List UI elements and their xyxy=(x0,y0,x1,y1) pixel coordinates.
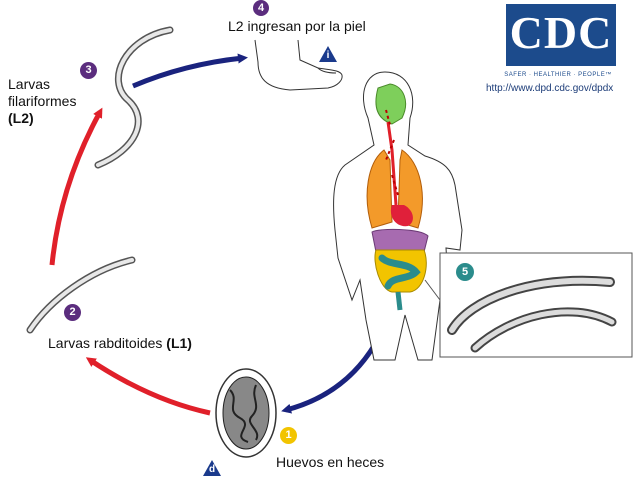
label-step-2: Larvas rabditoides (L1) xyxy=(48,335,192,352)
label-step-3-line2: filariformes xyxy=(8,93,77,109)
step-3-badge: 3 xyxy=(80,62,97,79)
step-4-number: 4 xyxy=(257,2,265,14)
arrow-l2-to-skin xyxy=(132,53,248,89)
label-step-1: Huevos en heces xyxy=(276,454,385,470)
step-4-badge: 4 xyxy=(253,0,269,16)
step-3-number: 3 xyxy=(85,64,92,76)
adult-worm-inset xyxy=(424,252,633,358)
foot-drawing xyxy=(254,39,343,91)
egg-drawing xyxy=(215,368,277,458)
arrow-l1-to-l2 xyxy=(49,107,103,266)
diagnostic-stage-marker: d xyxy=(202,459,222,477)
infective-stage-marker: i xyxy=(318,45,338,63)
step-1-number: 1 xyxy=(285,429,292,441)
step-5-number: 5 xyxy=(461,266,469,278)
filariform-larva-drawing xyxy=(94,26,174,169)
arrow-eggs-to-l1 xyxy=(85,357,211,416)
label-step-2-text: Larvas rabditoides xyxy=(48,335,167,351)
human-body-drawing xyxy=(333,71,463,361)
infective-stage-letter: i xyxy=(326,50,330,61)
step-1-badge: 1 xyxy=(280,427,297,444)
cdc-url: http://www.dpd.cdc.gov/dpdx xyxy=(486,83,614,94)
label-step-3: Larvas filariformes (L2) xyxy=(8,76,76,127)
rhabditiform-larva-drawing xyxy=(26,256,136,334)
step-2-number: 2 xyxy=(69,306,76,318)
cdc-logo-box: CDC xyxy=(506,4,616,66)
label-step-3-line3: (L2) xyxy=(8,110,34,126)
cdc-logo-text: CDC xyxy=(509,7,613,58)
cdc-logo-tagline: SAFER · HEALTHIER · PEOPLE™ xyxy=(504,72,612,78)
step-2-badge: 2 xyxy=(64,304,81,321)
diagnostic-stage-letter: d xyxy=(208,464,216,475)
label-step-3-line1: Larvas xyxy=(8,76,51,92)
step-5-badge: 5 xyxy=(456,263,474,281)
label-step-2-bold: (L1) xyxy=(166,335,192,351)
cdc-logo: CDC SAFER · HEALTHIER · PEOPLE™ xyxy=(498,0,628,84)
label-step-4: L2 ingresan por la piel xyxy=(228,18,366,34)
